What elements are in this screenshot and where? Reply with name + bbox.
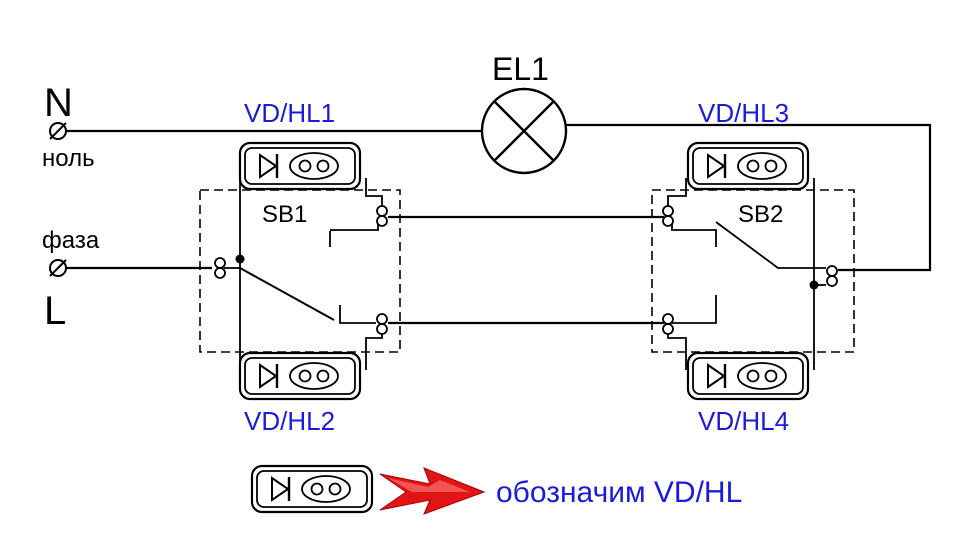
neutral-letter: N [44,81,73,125]
switch-sb1: SB1 [199,178,401,370]
indicator-module-hl3 [686,141,810,191]
indicator-module-hl2 [238,351,362,401]
indicator-module-hl1 [238,141,362,191]
wires [66,123,932,325]
lamp-label: EL1 [492,51,549,87]
indicator-label-hl2: VD/HL2 [244,406,335,436]
legend-indicator-module [250,464,374,514]
switch-sb1-label: SB1 [262,201,307,228]
indicator-module-hl4 [686,351,810,401]
phase-word: фаза [42,227,100,254]
legend-text: обозначим VD/HL [496,476,742,509]
indicator-label-hl4: VD/HL4 [698,406,789,436]
lamp-el1: EL1 [480,51,568,175]
phase-letter: L [44,289,66,333]
neutral-terminal: N ноль [42,81,95,172]
indicator-label-hl3: VD/HL3 [698,98,789,128]
switch-sb2-label: SB2 [738,201,783,228]
legend: обозначим VD/HL [250,464,742,515]
switch-sb2: SB2 [651,178,855,370]
phase-terminal: фаза L [42,227,100,333]
neutral-word: ноль [42,145,95,172]
indicator-label-hl1: VD/HL1 [244,98,335,128]
